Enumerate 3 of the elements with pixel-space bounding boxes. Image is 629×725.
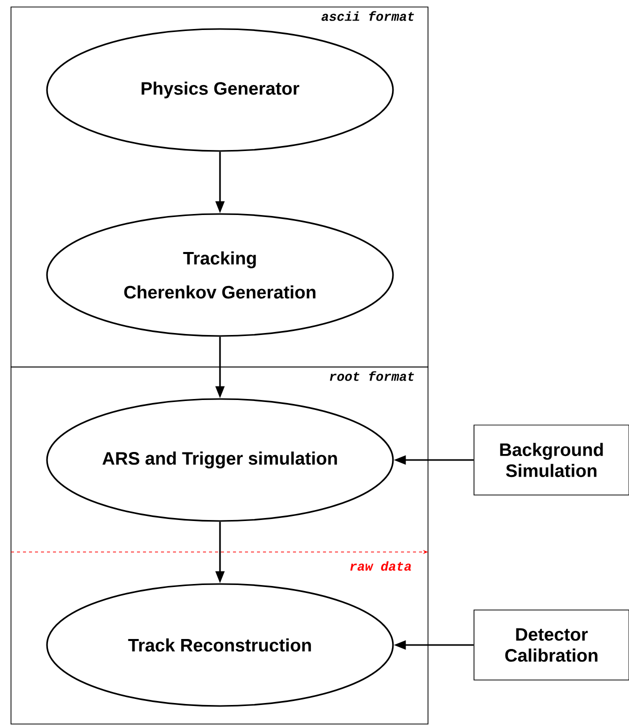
input-box: Background Simulation bbox=[474, 424, 629, 496]
input-box: Detector Calibration bbox=[474, 610, 629, 680]
divider-label: raw data bbox=[350, 561, 411, 571]
